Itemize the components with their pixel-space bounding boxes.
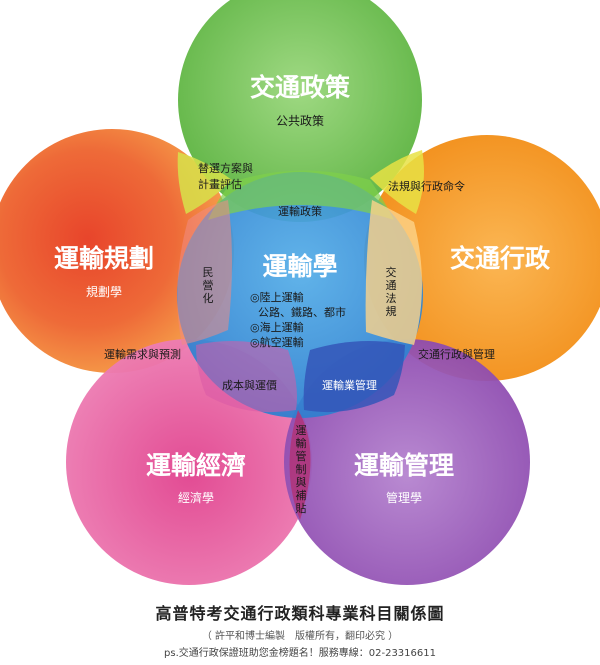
circle-admin [364, 135, 600, 381]
label-planning-center: 民 營 化 [203, 266, 214, 305]
label-economics-center: 成本與運價 [222, 378, 277, 392]
title-economics: 運輸經濟 [146, 451, 246, 480]
label-planning-economics: 運輸需求與預測 [104, 347, 181, 361]
title-admin: 交通行政 [450, 244, 551, 273]
sub-planning: 規劃學 [86, 284, 122, 299]
label-policy-planning: 替選方案與 [198, 161, 253, 175]
label-economics-management: 運 輸 管 制 與 補 貼 [296, 424, 307, 515]
title-management: 運輸管理 [354, 451, 454, 480]
center-list-item: ◎陸上運輸 [250, 290, 304, 304]
title-planning: 運輸規劃 [54, 244, 154, 273]
svg-text:規: 規 [386, 304, 397, 318]
svg-text:制: 制 [296, 463, 307, 476]
svg-text:法: 法 [386, 291, 397, 305]
center-list-item: ◎航空運輸 [250, 335, 304, 349]
service-line: ps.交通行政保證班助您金榜題名！服務專線：02-23316611 [164, 648, 436, 659]
sub-management: 管理學 [386, 490, 422, 505]
overlap-economics-center [196, 341, 297, 413]
circle-planning [0, 129, 234, 373]
svg-text:運: 運 [296, 424, 307, 437]
overlap-economics-management [289, 410, 311, 520]
svg-text:貼: 貼 [296, 501, 307, 515]
circle-policy [178, 0, 422, 222]
label-policy-center: 運輸政策 [278, 204, 322, 218]
label-policy-admin: 法規與行政命令 [388, 179, 465, 193]
svg-text:通: 通 [386, 279, 397, 292]
overlap-policy-admin [370, 150, 424, 214]
svg-text:交: 交 [386, 265, 397, 279]
relationship-diagram: 交通政策 公共政策 交通行政 運輸規劃 規劃學 運輸經濟 經濟學 運輸管理 管理… [0, 0, 600, 585]
overlap-policy-center [208, 170, 394, 220]
center-list-item: 公路、鐵路、都市 [258, 305, 346, 319]
overlap-planning-center [177, 200, 232, 345]
title-center: 運輸學 [262, 252, 337, 281]
diagram-caption: 高普特考交通行政類科專業科目關係圖 [155, 604, 445, 623]
overlap-admin-center [365, 200, 422, 345]
overlap-policy-planning [177, 152, 232, 214]
svg-text:營: 營 [203, 279, 214, 292]
label-admin-management: 交通行政與管理 [418, 347, 495, 361]
svg-text:輸: 輸 [296, 436, 307, 450]
center-list-item: ◎海上運輸 [250, 320, 304, 334]
svg-text:民: 民 [203, 266, 214, 279]
sub-policy: 公共政策 [276, 114, 324, 128]
sub-economics: 經濟學 [178, 490, 214, 505]
svg-text:管: 管 [296, 449, 307, 463]
svg-text:化: 化 [203, 291, 214, 305]
overlap-management-center [303, 341, 405, 413]
author-note: （ 許平和博士編製 版權所有，翻印必究 ） [201, 631, 399, 642]
label-management-center: 運輸業管理 [322, 378, 377, 392]
title-policy: 交通政策 [250, 73, 351, 102]
svg-text:與: 與 [296, 475, 307, 489]
label-policy-planning: 計畫評估 [198, 177, 242, 191]
svg-text:補: 補 [296, 489, 307, 502]
label-admin-center: 交 通 法 規 [386, 265, 397, 318]
